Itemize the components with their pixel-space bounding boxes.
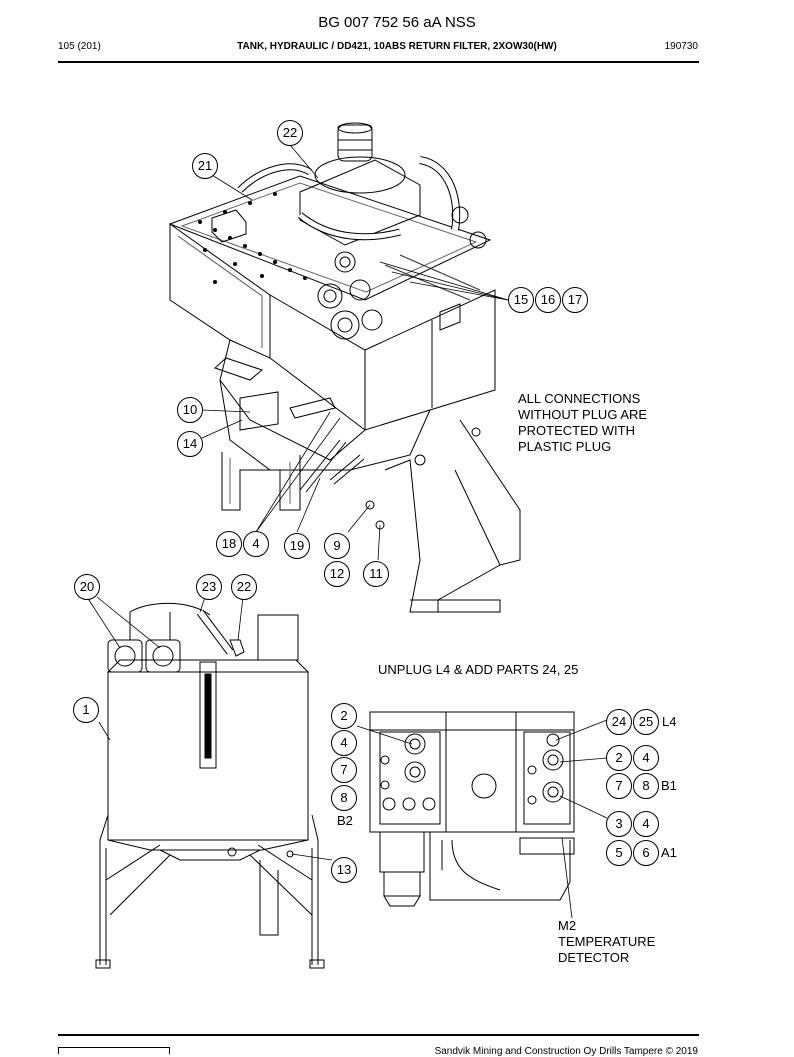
sensor-note-line: DETECTOR (558, 950, 630, 965)
item-balloon: 19 (284, 533, 310, 559)
tank-bottom (219, 339, 366, 461)
sensor-note-line: M2 (558, 918, 577, 933)
item-balloon: 20 (74, 574, 100, 600)
isometric-tank-view (168, 122, 521, 613)
port-label-b1: B1 (661, 778, 677, 793)
document-id: BG 007 752 56 aA NSS (318, 14, 476, 31)
tank-lid (168, 175, 492, 301)
tank-front-face (107, 671, 309, 841)
page-number: 105 (201) (58, 41, 101, 52)
filter-housing (299, 159, 421, 246)
item-balloon: 7 (606, 773, 632, 799)
unplug-note: UNPLUG L4 & ADD PARTS 24, 25 (378, 662, 579, 677)
item-balloon: 3 (606, 811, 632, 837)
item-balloon: 11 (363, 561, 389, 587)
front-view-left (95, 602, 325, 969)
bottom-view-right (369, 711, 575, 907)
item-balloon: 12 (324, 561, 350, 587)
item-balloon: 21 (192, 153, 218, 179)
port-label-a1: A1 (661, 845, 677, 860)
port-label-l4: L4 (662, 714, 677, 729)
sensor-note: M2 TEMPERATURE DETECTOR (558, 918, 655, 966)
port-label-b2: B2 (337, 813, 353, 828)
item-balloon: 22 (277, 120, 303, 146)
copyright: Sandvik Mining and Construction Oy Drill… (434, 1046, 698, 1057)
leader-lines (86, 144, 608, 919)
item-balloon: 9 (324, 533, 350, 559)
item-balloon: 17 (562, 287, 588, 313)
item-balloon: 4 (633, 745, 659, 771)
tank-underside (369, 711, 575, 833)
item-balloon: 10 (177, 397, 203, 423)
right-leg (454, 419, 521, 566)
frame-left-leg (99, 814, 109, 965)
side-plate (169, 223, 271, 359)
connections-note-line: WITHOUT PLUG ARE (518, 407, 648, 422)
connections-note-line: PROTECTED WITH (518, 423, 635, 438)
connections-note-line: PLASTIC PLUG (518, 439, 612, 454)
tank-body (269, 289, 496, 431)
item-balloon: 16 (535, 287, 561, 313)
item-balloon: 13 (331, 857, 357, 883)
sensor-note-line: TEMPERATURE (558, 934, 656, 949)
header-rule (58, 61, 699, 63)
item-balloon: 25 (633, 709, 659, 735)
brand-logo (58, 1047, 170, 1054)
item-balloon: 6 (633, 840, 659, 866)
item-balloon: 2 (331, 703, 357, 729)
connections-note: ALL CONNECTIONS WITHOUT PLUG ARE PROTECT… (518, 391, 647, 455)
item-balloon: 22 (231, 574, 257, 600)
item-balloon: 4 (331, 730, 357, 756)
item-balloon: 23 (196, 574, 222, 600)
item-balloon: 15 (508, 287, 534, 313)
item-balloon: 4 (243, 531, 269, 557)
rear-legs (221, 452, 301, 511)
item-balloon: 2 (606, 745, 632, 771)
frame-right-leg (311, 814, 319, 965)
item-balloon: 8 (633, 773, 659, 799)
item-balloon: 18 (216, 531, 242, 557)
item-balloon: 14 (177, 431, 203, 457)
item-balloon: 1 (73, 697, 99, 723)
page-title: TANK, HYDRAULIC / DD421, 10ABS RETURN FI… (237, 41, 557, 52)
item-balloon: 7 (331, 757, 357, 783)
footer-rule (58, 1034, 699, 1036)
item-balloon: 24 (606, 709, 632, 735)
revision-code: 190730 (664, 41, 698, 52)
item-balloon: 8 (331, 785, 357, 811)
connections-note-line: ALL CONNECTIONS (518, 391, 641, 406)
item-balloon: 4 (633, 811, 659, 837)
item-balloon: 5 (606, 840, 632, 866)
